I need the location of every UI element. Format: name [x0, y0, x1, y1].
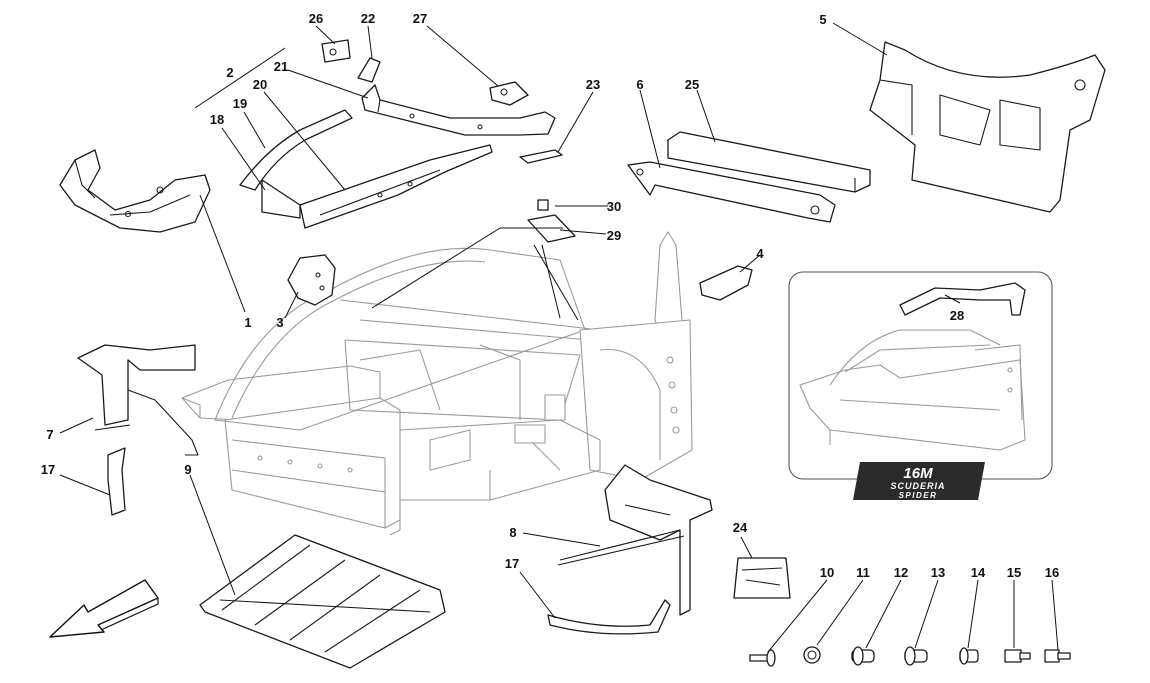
label-part-15: 15 — [1007, 565, 1021, 580]
label-part-28: 28 — [950, 308, 964, 323]
part-9-floor-tray — [199, 534, 446, 669]
part-17-right-strut — [547, 599, 671, 635]
part-22-bracket — [357, 57, 381, 83]
part-24-parts-bag — [733, 557, 791, 599]
label-part-11: 11 — [856, 565, 870, 580]
chassis-frame — [181, 231, 693, 536]
label-part-23: 23 — [586, 77, 600, 92]
label-part-1: 1 — [244, 315, 251, 330]
label-part-18: 18 — [210, 112, 224, 127]
part-15-bolt — [1004, 649, 1031, 663]
part-8-subframe — [557, 464, 713, 616]
part-3-bracket — [287, 254, 336, 306]
badge-model: 16M — [903, 465, 933, 482]
part-6-side-rail — [627, 161, 836, 223]
leader-lines — [59, 22, 1059, 653]
part-28-roll-hoop — [899, 282, 1026, 316]
part-16-bolt — [1044, 649, 1071, 663]
label-part-19: 19 — [233, 96, 247, 111]
label-part-12: 12 — [894, 565, 908, 580]
label-part-13: 13 — [931, 565, 945, 580]
front-direction-arrow-icon — [49, 579, 159, 638]
part-26-bracket — [321, 39, 351, 63]
part-17-left-strut — [107, 447, 126, 516]
label-part-21: 21 — [274, 59, 288, 74]
part-14-nut — [959, 647, 979, 665]
label-part-16: 16 — [1045, 565, 1059, 580]
part-5-rear-bulkhead — [869, 41, 1106, 213]
label-part-3: 3 — [276, 315, 283, 330]
label-part-14: 14 — [971, 565, 986, 580]
part-number-labels: 1 2 3 4 5 6 7 8 9 10 11 12 13 14 15 16 1… — [41, 11, 1059, 580]
part-1-front-panel — [59, 149, 211, 233]
part-11-plug — [803, 646, 821, 664]
label-part-24: 24 — [733, 520, 748, 535]
label-part-22: 22 — [361, 11, 375, 26]
part-18-19-20-crossmembers — [239, 109, 493, 229]
label-part-17-right: 17 — [505, 556, 519, 571]
label-part-27: 27 — [413, 11, 427, 26]
fasteners — [749, 646, 1071, 667]
label-part-20: 20 — [253, 77, 267, 92]
part-12-bush — [851, 646, 875, 666]
part-21-scuttle-beam — [361, 84, 556, 136]
part-13-bush — [904, 646, 928, 666]
label-part-7: 7 — [46, 427, 53, 442]
label-part-4: 4 — [756, 246, 764, 261]
label-part-5: 5 — [819, 12, 826, 27]
label-part-26: 26 — [309, 11, 323, 26]
label-part-6: 6 — [636, 77, 643, 92]
label-part-2: 2 — [226, 65, 233, 80]
part-7-bracket — [77, 344, 199, 456]
badge-spider: SPIDER — [899, 491, 938, 500]
part-10-rivet — [749, 649, 776, 667]
label-part-25: 25 — [685, 77, 699, 92]
scuderia-spider-badge: 16M SCUDERIA SPIDER — [853, 462, 985, 500]
badge-scuderia: SCUDERIA — [890, 481, 945, 491]
label-part-30: 30 — [607, 199, 621, 214]
inset-chassis — [799, 329, 1026, 451]
inset-spider-variant: 16M SCUDERIA SPIDER — [788, 271, 1053, 500]
label-part-8: 8 — [509, 525, 516, 540]
label-part-9: 9 — [184, 462, 191, 477]
label-part-17-left: 17 — [41, 462, 55, 477]
part-4-bracket — [699, 265, 753, 301]
label-part-29: 29 — [607, 228, 621, 243]
part-25-side-rail — [667, 131, 871, 193]
part-23-bracket — [519, 149, 563, 164]
part-27-bracket — [489, 81, 529, 106]
label-part-10: 10 — [820, 565, 834, 580]
